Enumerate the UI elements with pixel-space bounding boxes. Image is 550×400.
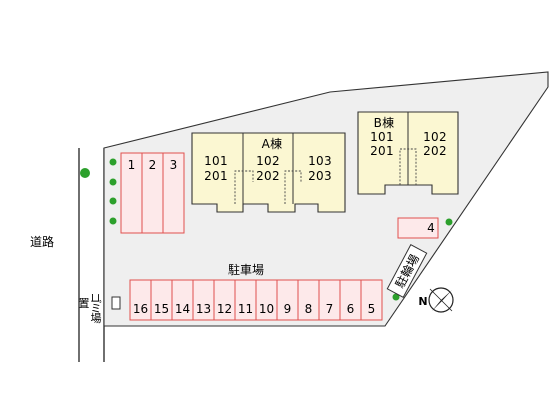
room-number: 201 bbox=[204, 169, 228, 183]
parking-number: 6 bbox=[347, 302, 355, 316]
trash-box bbox=[111, 296, 121, 310]
parking-number: 15 bbox=[154, 302, 169, 316]
road-label: 道路 bbox=[30, 234, 54, 249]
tree-icon bbox=[80, 168, 90, 178]
tree-icon bbox=[392, 293, 400, 301]
parking-number: 12 bbox=[217, 302, 232, 316]
parking-number: 4 bbox=[427, 221, 435, 235]
parking-number: 9 bbox=[284, 302, 292, 316]
trash-label-char: ゴ bbox=[89, 293, 103, 304]
entry-marker bbox=[284, 170, 302, 204]
compass-letter: N bbox=[418, 295, 427, 308]
parking-number: 8 bbox=[305, 302, 313, 316]
parking-number: 13 bbox=[196, 302, 211, 316]
parking-space-3 bbox=[162, 152, 185, 234]
building-b: B棟 101 201 102 202 bbox=[357, 111, 459, 195]
room-number: 102 bbox=[423, 130, 447, 144]
building-a-outline bbox=[191, 132, 346, 213]
parking-number: 7 bbox=[326, 302, 334, 316]
room-number: 202 bbox=[423, 144, 447, 158]
trash-area: ゴ ミ 置 場 bbox=[79, 293, 121, 325]
room-number: 101 bbox=[370, 130, 394, 144]
tree-icon bbox=[109, 178, 117, 186]
tree-icon bbox=[109, 197, 117, 205]
room-number: 201 bbox=[370, 144, 394, 158]
trash-label-char: 場 bbox=[91, 312, 102, 325]
room-number: 102 bbox=[256, 154, 280, 168]
parking-single: 4 bbox=[397, 217, 439, 239]
north-arrow-icon: N bbox=[418, 287, 454, 313]
parking-number: 3 bbox=[170, 158, 178, 172]
parking-number: 11 bbox=[238, 302, 253, 316]
parking-space-5 bbox=[360, 279, 383, 321]
parking-number: 1 bbox=[128, 158, 136, 172]
parking-number: 16 bbox=[133, 302, 148, 316]
room-number: 101 bbox=[204, 154, 228, 168]
building-a-name: A棟 bbox=[262, 136, 283, 151]
parking-number: 14 bbox=[175, 302, 190, 316]
compass-axis bbox=[429, 288, 453, 312]
room-number: 203 bbox=[308, 169, 332, 183]
parking-number: 2 bbox=[149, 158, 157, 172]
building-b-name: B棟 bbox=[374, 115, 395, 130]
bike-parking-box bbox=[386, 244, 428, 298]
parking-space-4 bbox=[397, 217, 439, 239]
parking-number: 10 bbox=[259, 302, 274, 316]
parking-number: 5 bbox=[368, 302, 376, 316]
room-number: 202 bbox=[256, 169, 280, 183]
parking-label: 駐車場 bbox=[228, 262, 264, 277]
trash-label-char: ミ bbox=[91, 302, 102, 315]
parking-left-group: 1 2 3 bbox=[120, 152, 185, 234]
tree-icon bbox=[445, 218, 453, 226]
building-a: A棟 101 201 102 202 103 203 bbox=[191, 132, 346, 213]
trash-label-char: 置 bbox=[79, 297, 90, 310]
room-number: 103 bbox=[308, 154, 332, 168]
tree-icon bbox=[109, 217, 117, 225]
tree-icon bbox=[109, 158, 117, 166]
entry-marker bbox=[399, 148, 417, 185]
